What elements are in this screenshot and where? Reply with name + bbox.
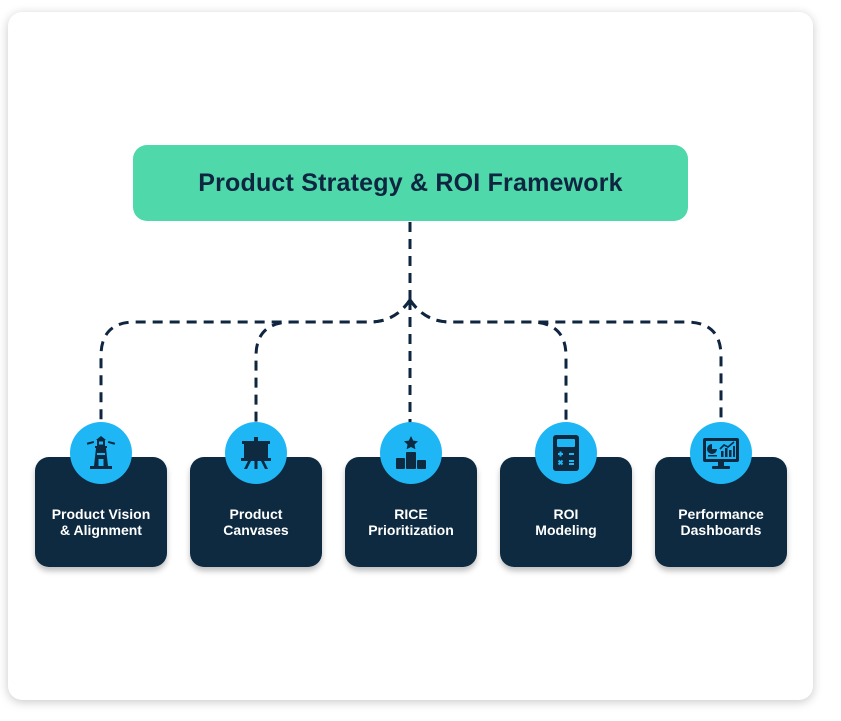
connector-to-performance-dashboards <box>408 299 723 424</box>
podium-star-icon <box>380 422 442 484</box>
root-node: Product Strategy & ROI Framework <box>133 145 688 221</box>
node-label: Product Vision & Alignment <box>51 506 151 538</box>
calculator-icon <box>535 422 597 484</box>
lighthouse-icon <box>70 422 132 484</box>
node-label: RICE Prioritization <box>368 506 454 538</box>
node-performance-dashboards: Performance Dashboards <box>655 457 787 567</box>
node-label: ROI Modeling <box>535 506 597 538</box>
root-label: Product Strategy & ROI Framework <box>198 168 623 197</box>
easel-board-icon <box>225 422 287 484</box>
dashboard-monitor-icon <box>690 422 752 484</box>
node-label: Product Canvases <box>223 506 289 538</box>
node-label: Performance Dashboards <box>678 506 764 538</box>
connector-to-product-canvases <box>254 299 412 424</box>
connector-to-roi-modeling <box>408 299 568 424</box>
connector-to-product-vision <box>99 299 412 424</box>
